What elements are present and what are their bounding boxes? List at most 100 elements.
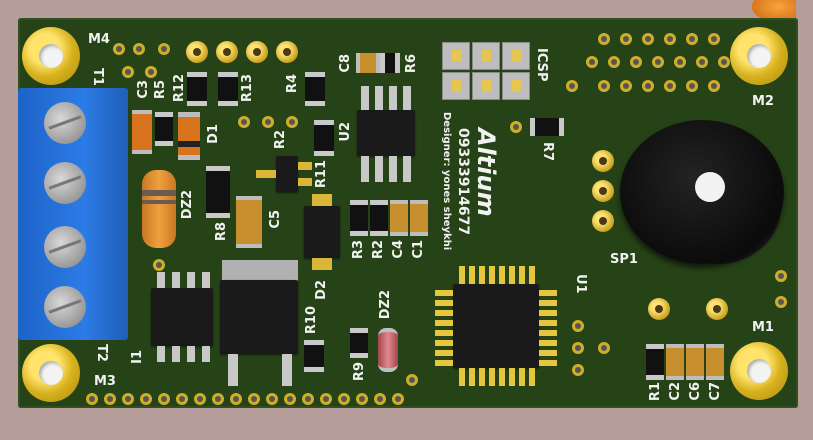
mounting-hole-m3 — [22, 344, 80, 402]
icsp-pin — [442, 72, 470, 100]
via — [708, 33, 720, 45]
label-r1: R1 — [648, 382, 663, 402]
resistor-r2 — [370, 200, 388, 236]
altium-logo: Altium — [472, 128, 500, 217]
via — [133, 43, 145, 55]
via — [510, 121, 522, 133]
screw-terminal-block — [18, 88, 128, 340]
ic-pin — [172, 346, 180, 362]
ic-pin — [459, 368, 465, 386]
mounting-hole-m4 — [22, 27, 80, 85]
ic-pin — [489, 266, 495, 284]
label-icsp: ICSP — [534, 48, 549, 82]
capacitor-c8 — [356, 53, 380, 73]
via — [122, 393, 134, 405]
ic-pin — [479, 368, 485, 386]
resistor-r10 — [304, 340, 324, 372]
ic-pin — [489, 368, 495, 386]
label-r12: R12 — [172, 74, 187, 103]
label-dz2: DZ2 — [180, 190, 195, 220]
ic-pin — [187, 272, 195, 288]
ic-pin — [539, 320, 557, 326]
resistor-r1 — [646, 344, 664, 380]
th-pad — [276, 41, 298, 63]
label-i1: I1 — [130, 350, 145, 364]
via — [598, 33, 610, 45]
label-r6: R6 — [404, 54, 419, 74]
label-t2: T2 — [94, 344, 109, 362]
ic-pin — [435, 340, 453, 346]
label-r2: R2 — [273, 130, 288, 150]
via — [266, 393, 278, 405]
diode-band — [178, 141, 200, 147]
capacitor-c4 — [390, 200, 408, 236]
resistor-r11 — [314, 120, 334, 156]
label-c4: C4 — [391, 240, 406, 259]
label-r7: R7 — [540, 142, 555, 162]
ic-pin — [539, 300, 557, 306]
label-r10: R10 — [304, 306, 319, 335]
regulator — [220, 280, 298, 354]
label-m2: M2 — [752, 94, 774, 109]
label-m1: M1 — [752, 320, 774, 335]
th-pad — [592, 180, 614, 202]
diode-dz2 — [142, 170, 176, 248]
via — [104, 393, 116, 405]
capacitor-c7 — [706, 344, 724, 380]
ic-pin — [361, 86, 369, 110]
capacitor-c3 — [132, 110, 152, 154]
resistor-r5 — [155, 112, 173, 146]
via — [262, 116, 274, 128]
via — [113, 43, 125, 55]
via — [572, 342, 584, 354]
via — [392, 393, 404, 405]
motor-pad — [648, 298, 670, 320]
via — [356, 393, 368, 405]
screw-2 — [44, 162, 86, 204]
ic-pin — [539, 310, 557, 316]
ic-pin — [172, 272, 180, 288]
icsp-pin — [502, 72, 530, 100]
via — [620, 33, 632, 45]
via — [566, 80, 578, 92]
via — [598, 80, 610, 92]
ic-pin — [435, 330, 453, 336]
capacitor-c6 — [686, 344, 704, 380]
label-r13: R13 — [240, 74, 255, 103]
th-pad — [186, 41, 208, 63]
pad — [312, 194, 332, 206]
th-pad — [592, 150, 614, 172]
via — [642, 33, 654, 45]
ic-pin — [157, 346, 165, 362]
ic-pin — [403, 86, 411, 110]
label-m3: M3 — [94, 374, 116, 389]
th-pad — [592, 210, 614, 232]
ic-pin — [469, 266, 475, 284]
via — [572, 320, 584, 332]
zener-diode-dz2 — [378, 328, 398, 372]
motor-pad — [706, 298, 728, 320]
via — [338, 393, 350, 405]
ic-pin — [499, 266, 505, 284]
buzzer-hole — [695, 172, 725, 202]
ic-pin — [469, 368, 475, 386]
ic-pin — [539, 290, 557, 296]
ic-pin — [375, 86, 383, 110]
via — [718, 56, 730, 68]
pad — [298, 162, 312, 170]
resistor-r8 — [206, 166, 230, 218]
ic-pin — [282, 354, 292, 386]
ic-pin — [157, 272, 165, 288]
transistor-q2 — [276, 156, 298, 192]
diode-band — [142, 190, 176, 196]
label-c7: C7 — [708, 382, 723, 401]
mounting-hole-m1 — [730, 342, 788, 400]
pad — [298, 178, 312, 186]
via — [230, 393, 242, 405]
label-r11: R11 — [314, 160, 329, 189]
ic-pin — [459, 266, 465, 284]
ic-pin — [519, 368, 525, 386]
ic-pin — [529, 266, 535, 284]
ic-pin — [529, 368, 535, 386]
via — [86, 393, 98, 405]
